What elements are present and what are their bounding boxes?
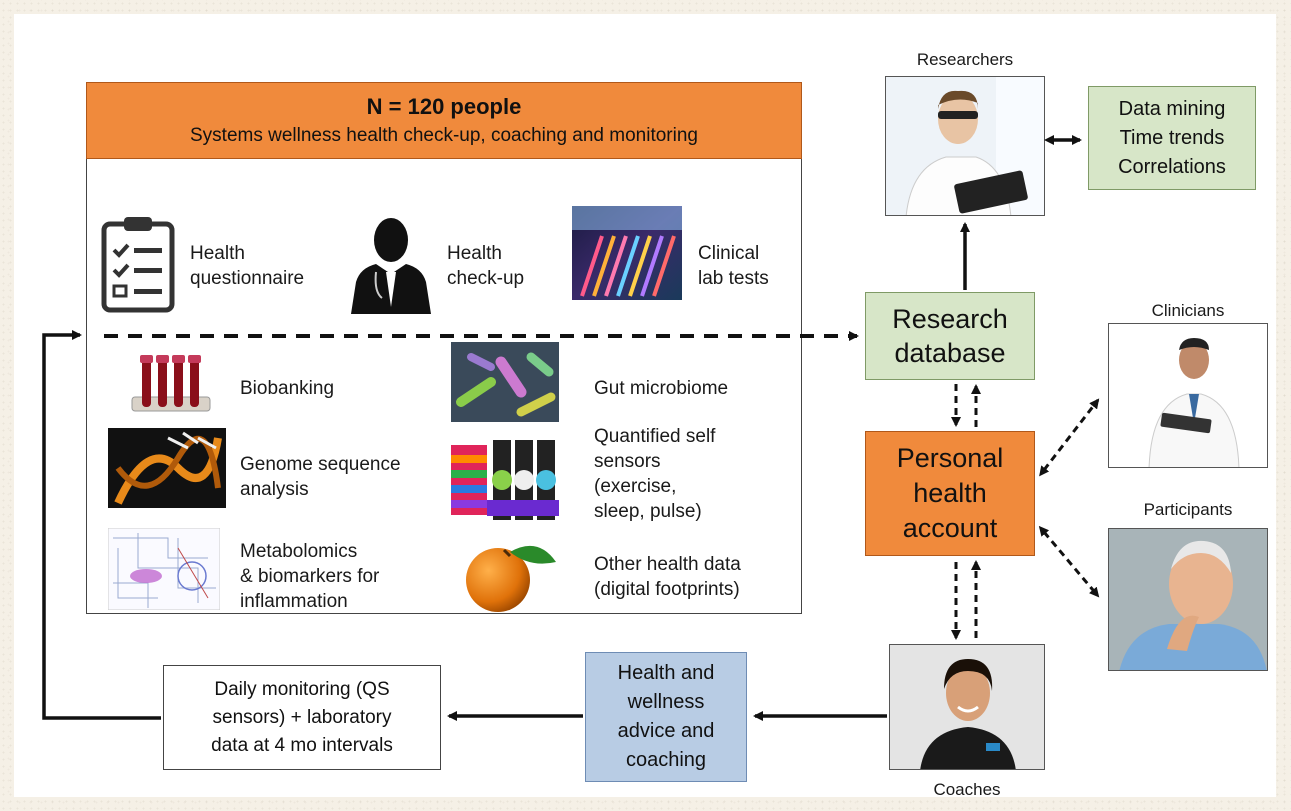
bottom-item-label-sensors: Quantified self sensors (exercise, sleep… [594,426,716,522]
participant-photo [1108,528,1268,671]
clipboard-icon [98,214,178,314]
top-item-label-checkup: Health check-up [447,243,525,289]
bottom-item-label-biobanking: Biobanking [240,378,335,399]
bottom-item-label-metabolomics: Metabolomics & biomarkers for inflammati… [240,541,380,612]
study-panel [86,82,802,614]
personal-health-account-label: Personal health account [896,443,1004,543]
clinician-photo [1108,323,1268,468]
metabolomics-chart-icon [107,527,221,611]
data-mining-label: Data mining Time trends Correlations [1118,97,1226,178]
study-title: N = 120 people [366,94,522,119]
doctor-silhouette-icon [346,212,436,314]
personal-health-account-box: Personal health account [865,431,1035,556]
clinicians-label: Clinicians [1151,301,1225,320]
researcher-photo [885,76,1045,216]
study-subtitle: Systems wellness health check-up, coachi… [190,125,698,146]
blood-tubes-icon [128,353,214,419]
microbiome-icon [451,342,559,422]
monitoring-loop-arrow [42,330,161,720]
bottom-item-label-other: Other health data (digital footprints) [594,554,741,600]
study-header: N = 120 people Systems wellness health c… [86,82,802,159]
research-database-label: Research database [892,304,1008,368]
monitoring-label: Daily monitoring (QS sensors) + laborato… [211,678,393,756]
research-database-box: Research database [865,292,1035,380]
coaching-box: Health and wellness advice and coaching [585,652,747,782]
researchers-label: Researchers [916,50,1014,69]
top-item-label-questionnaire: Health questionnaire [190,243,305,289]
account-clinicians-arrow [1039,398,1100,477]
bottom-item-label-microbiome: Gut microbiome [594,378,729,399]
coach-photo [889,644,1045,770]
participants-label: Participants [1143,500,1233,519]
coaching-label: Health and wellness advice and coaching [617,662,715,771]
top-item-label-labtests: Clinical lab tests [698,243,769,289]
orange-fruit-icon [458,534,558,614]
coaches-label: Coaches [933,780,1001,799]
monitoring-box: Daily monitoring (QS sensors) + laborato… [163,665,441,770]
account-participants-arrow [1038,525,1100,598]
dna-icon [108,428,226,508]
lab-tubes-icon [572,206,682,300]
bottom-item-label-genome: Genome sequence analysis [240,454,401,500]
smartwatch-icon [451,440,559,520]
data-mining-box: Data mining Time trends Correlations [1088,86,1256,190]
